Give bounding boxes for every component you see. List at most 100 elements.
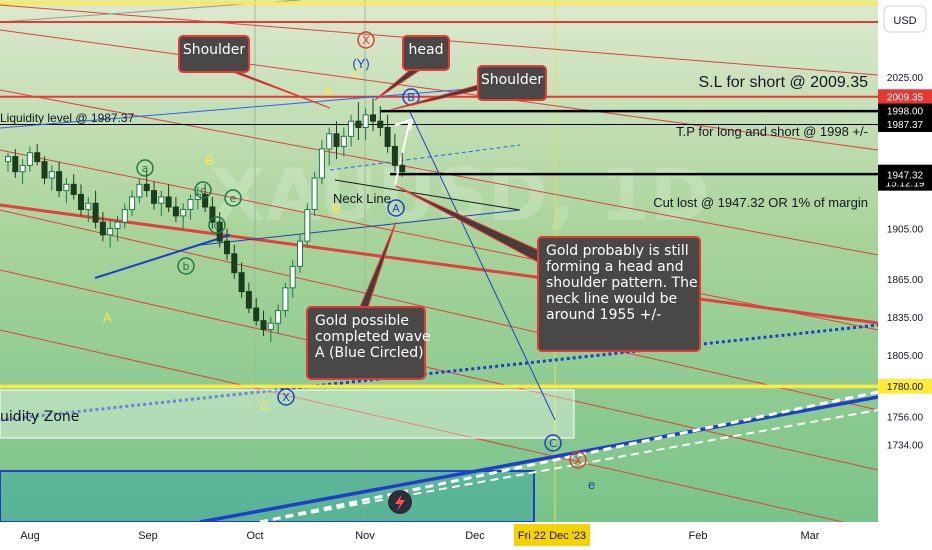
wave-label-circled-a: A [392, 202, 400, 215]
channel-line [0, 269, 879, 471]
candle-body [99, 221, 106, 236]
wave-label-circled-b: B [407, 91, 415, 104]
candle-body [129, 196, 136, 211]
candle-body [158, 196, 165, 204]
callout-left-shoulder-box [178, 35, 250, 73]
price-tag-label: 1987.37 [887, 120, 924, 131]
candle-body [165, 196, 172, 208]
callout-wave-a-box [306, 306, 426, 380]
main-trendline [0, 203, 879, 325]
projection-up [394, 118, 414, 186]
time-axis-label: Mar [801, 530, 820, 542]
liquidity-zone-box [0, 389, 575, 439]
candle-body [143, 183, 150, 192]
neck-line [334, 179, 521, 211]
candle-body [187, 198, 194, 211]
candle-body [224, 240, 230, 255]
blue-wedge-line [199, 209, 521, 246]
candle-body [282, 287, 289, 312]
candle-body [107, 228, 114, 236]
price-tag-bg [878, 89, 932, 105]
wave-label-x-circle [277, 388, 295, 406]
wave-label-small-b: b [183, 260, 190, 273]
candle-body [70, 183, 77, 195]
candle-body [253, 307, 260, 322]
candle-body [297, 240, 303, 267]
candle-body [41, 161, 48, 179]
candle-body [202, 193, 209, 208]
price-tag-label: 1947.32 [887, 171, 924, 182]
price-tag-label: 2009.35 [887, 92, 924, 103]
time-axis-label: Oct [246, 530, 263, 542]
wave-label-small-e: e [230, 192, 237, 205]
callout-hs-pattern-text: shoulder pattern. The [546, 275, 698, 291]
wave-label-small-c-circle [194, 181, 212, 199]
candle-body [121, 209, 128, 223]
price-axis-tick: 1756.00 [887, 413, 924, 424]
candle-body [78, 193, 84, 211]
wave-label-small-d-circle [208, 216, 226, 234]
blue-upper-line [0, 87, 481, 129]
projection-down [409, 111, 556, 421]
white-dashed-line-2 [259, 409, 879, 523]
wave-label-circled-c: C [549, 437, 557, 450]
callout-hs-pattern-text: around 1955 +/- [546, 307, 661, 323]
price-tag-bg [878, 378, 932, 394]
wave-label-small-b-circle [177, 257, 195, 275]
price-tag-sub: 15:12:19 [886, 179, 925, 190]
candle-body [289, 265, 296, 289]
callout-hs-pattern-box [537, 236, 701, 352]
callout-hs-pattern-text: Gold probably is still [546, 243, 689, 259]
wave-label-b: B [205, 153, 214, 168]
currency-label: USD [893, 15, 916, 27]
blue-support-line [199, 395, 879, 524]
candle-body [318, 148, 325, 179]
wave-label-c2: C [352, 66, 361, 81]
cut-loss-label: Cut lost @ 1947.32 OR 1% of margin [653, 195, 868, 210]
channel-line [0, 329, 879, 531]
wave-label-a2: A [324, 83, 333, 98]
wave-label-y: (Y) [352, 56, 369, 71]
price-axis-tick: 1805.00 [887, 351, 924, 362]
highlight-date-label: Fri 22 Dec '23 [518, 530, 586, 542]
candle-body [245, 291, 252, 309]
blue-dashed-mid [329, 144, 521, 171]
wave-label-c: C [260, 398, 269, 413]
wave-label-small-a-circle [136, 159, 154, 177]
wave-label-x-lower: X [574, 454, 582, 467]
highlight-date-bg [514, 524, 590, 546]
candle-body [355, 120, 362, 128]
wave-label-b2: B [332, 201, 341, 216]
candle-body [56, 171, 63, 192]
candle-body [377, 120, 384, 128]
wave-label-small-a: a [142, 162, 149, 175]
candle-body [180, 209, 187, 217]
wave-label-a: A [103, 310, 112, 325]
candle-body [362, 114, 369, 128]
sl-label: S.L for short @ 2009.35 [698, 74, 868, 91]
candle-body [19, 164, 26, 173]
candle-body [231, 253, 238, 274]
candle-body [326, 133, 333, 150]
callout-right-shoulder-box [477, 65, 547, 101]
callout-hs-pattern-text: forming a head and [546, 259, 684, 275]
candle-body [304, 209, 311, 242]
price-axis-tick: 1865.00 [887, 275, 924, 286]
channel-line [0, 29, 879, 151]
time-axis-label: Aug [20, 530, 40, 542]
lower-zone-box [0, 470, 535, 523]
wave-label-small-e-circle [224, 189, 242, 207]
price-tag-bg [878, 167, 932, 183]
price-tag-bg [878, 117, 932, 133]
liquidity-zone-label: uidity Zone [0, 409, 79, 425]
time-axis-bg [0, 522, 932, 550]
time-axis-label: Nov [355, 530, 375, 542]
price-tag-label: 1780.00 [887, 382, 924, 393]
wave-label-circled-a-circle [387, 199, 405, 217]
candle-body [34, 152, 41, 163]
candle-body [63, 183, 70, 192]
callout-wave-a-text: Gold possible [315, 313, 409, 329]
candle-body [399, 164, 406, 173]
